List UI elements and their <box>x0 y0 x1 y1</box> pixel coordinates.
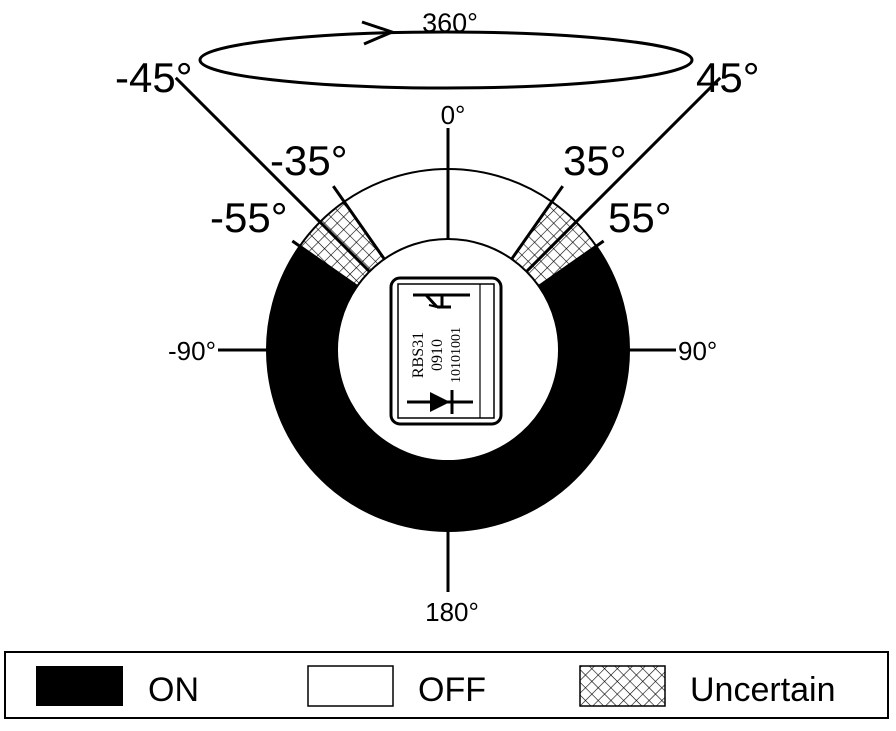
label-neg45: -45° <box>115 54 193 101</box>
angle-line <box>510 185 564 260</box>
angle-lines <box>174 76 722 592</box>
label-180: 180° <box>425 597 479 627</box>
label-neg90: -90° <box>168 336 216 366</box>
rotation-arrow-icon <box>361 20 397 46</box>
legend: ON OFF Uncertain <box>4 651 889 719</box>
legend-swatch-uncertain <box>579 665 666 707</box>
label-0: 0° <box>441 100 466 130</box>
zone-on <box>266 244 630 532</box>
rotation-ellipse <box>198 30 694 90</box>
legend-label-on: ON <box>148 671 199 709</box>
legend-label-off: OFF <box>418 671 486 709</box>
legend-swatch-on <box>36 666 123 706</box>
label-90: 90° <box>678 336 717 366</box>
label-45: 45° <box>696 54 760 101</box>
label-360: 360° <box>422 8 478 38</box>
chip-text-model: RBS31 <box>410 332 427 378</box>
chip-text-date: 0910 <box>429 339 446 371</box>
label-neg35: -35° <box>270 137 348 184</box>
label-neg55: -55° <box>210 194 288 241</box>
legend-label-uncertain: Uncertain <box>690 671 836 709</box>
sensor-chip: RBS31 0910 10101001 <box>389 276 503 426</box>
transistor-icon <box>413 293 470 309</box>
angle-line <box>332 185 386 260</box>
label-55: 55° <box>608 194 672 241</box>
label-35: 35° <box>563 137 627 184</box>
angle-line <box>291 239 358 288</box>
angle-line <box>174 76 371 273</box>
diode-icon <box>407 390 473 414</box>
legend-swatch-off <box>307 665 394 707</box>
angle-line <box>525 76 722 273</box>
chip-text-code: 10101001 <box>449 327 464 383</box>
angle-line <box>538 239 605 288</box>
